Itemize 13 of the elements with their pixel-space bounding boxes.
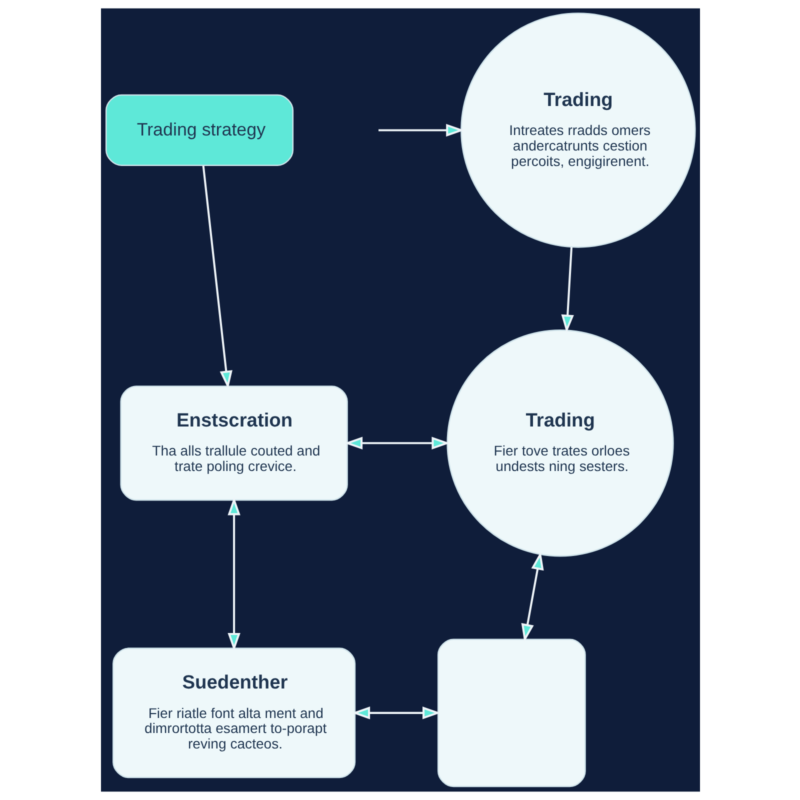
arrow [560, 246, 574, 333]
arrow [344, 436, 450, 450]
arrow [227, 497, 240, 652]
node-box: Trading strategy [104, 94, 294, 166]
arrow [351, 706, 440, 720]
arrow [520, 552, 544, 642]
node-box: Enstscration Tha alls trallule couted and trate poling crevice. [120, 386, 348, 501]
node-box: Suedenther Fier riatle font alta ment and dimrortotta esamert to-porapt reving cacteos. [112, 648, 356, 778]
arrow [202, 166, 232, 389]
node-circle: Trading Intreates rradds omers andercatrunts cestion percoits, engigirenent. [460, 12, 696, 248]
node-box [436, 638, 586, 788]
node-circle: Trading Fier tove trates orloes undests ning sesters. [446, 330, 674, 557]
arrow [378, 124, 464, 137]
